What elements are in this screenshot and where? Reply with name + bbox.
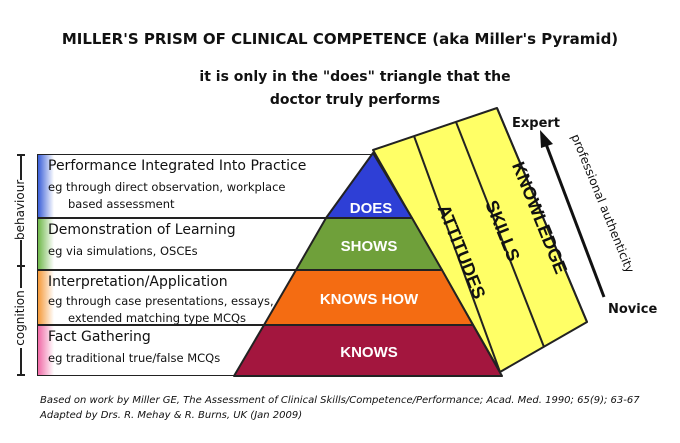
authenticity-arrow	[544, 143, 606, 298]
level-head: Performance Integrated Into Practice	[48, 158, 307, 174]
pyramid-label-shows: SHOWS	[341, 238, 398, 255]
level-desc: eg via simulations, OSCEs	[48, 244, 198, 258]
novice-label: Novice	[608, 302, 658, 317]
citation: Based on work by Miller GE, The Assessme…	[40, 395, 640, 421]
level-desc: eg traditional true/false MCQs	[48, 351, 221, 365]
pyramid-tier-knows	[233, 324, 503, 377]
level-head: Fact Gathering	[48, 329, 151, 345]
diagram-subtitle: it is only in the "does" triangle that t…	[199, 69, 511, 108]
pyramid-label-does: DOES	[350, 200, 393, 217]
expert-label: Expert	[512, 116, 561, 131]
level-desc: eg through direct observation, workplace…	[48, 180, 286, 211]
pyramid-label-knows: KNOWS	[340, 344, 398, 361]
level-desc: eg through case presentations, essays, e…	[48, 294, 274, 325]
diagram-title: MILLER'S PRISM OF CLINICAL COMPETENCE (a…	[61, 30, 619, 48]
pyramid-label-knows-how: KNOWS HOW	[320, 291, 419, 308]
arrow-head-icon	[540, 130, 553, 148]
authenticity-label: professional authenticity	[568, 132, 637, 275]
level-head: Interpretation/Application	[48, 274, 228, 290]
level-head: Demonstration of Learning	[48, 222, 236, 238]
